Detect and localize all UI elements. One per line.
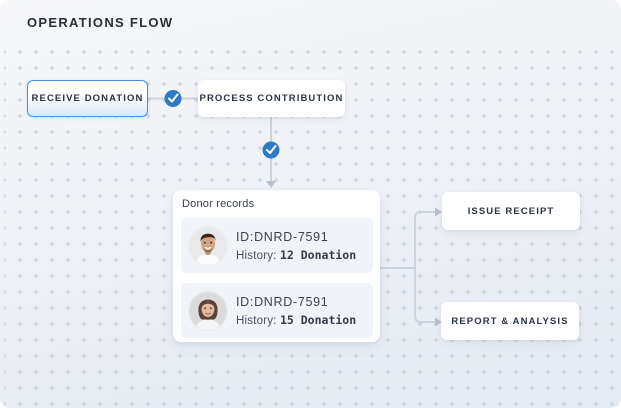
donor-texts: ID:DNRD-7591 History: 15 Donation [236,295,356,327]
check-icon [262,141,280,159]
history-value: 12 Donation [279,247,357,262]
node-receive-donation-label: RECEIVE DONATION [31,93,144,104]
donor-record-row[interactable]: ID:DNRD-7591 History: 12 Donation [181,218,373,273]
history-value: 15 Donation [279,312,357,327]
arrow-right-issue-icon [435,207,442,217]
connector-branch-bracket [380,211,435,323]
donor-texts: ID:DNRD-7591 History: 12 Donation [236,230,356,262]
check-icon [164,90,182,107]
node-issue-receipt[interactable]: ISSUE RECEIPT [442,192,580,230]
node-report-analysis[interactable]: REPORT & ANALYSIS [441,302,579,340]
donor-id: ID:DNRD-7591 [236,229,329,244]
node-issue-receipt-label: ISSUE RECEIPT [467,205,555,217]
male-donor-avatar [189,226,227,265]
donor-records-panel: Donor records ID:DNRD-7591 Hi [173,190,380,342]
donor-history: History: 12 Donation [236,248,356,262]
arrow-down-icon [266,181,276,188]
page-title: OPERATIONS FLOW [27,15,174,30]
donor-panel-title: Donor records [182,198,255,210]
history-label: History: [236,249,277,262]
donor-id: ID:DNRD-7591 [236,294,329,309]
node-report-analysis-label: REPORT & ANALYSIS [451,315,569,327]
node-process-contribution[interactable]: PROCESS CONTRIBUTION [198,80,345,117]
donor-history: History: 15 Donation [236,313,356,327]
node-process-contribution-label: PROCESS CONTRIBUTION [199,93,344,104]
history-label: History: [236,314,277,327]
node-receive-donation[interactable]: RECEIVE DONATION [27,80,148,117]
donor-record-row[interactable]: ID:DNRD-7591 History: 15 Donation [181,283,373,338]
female-donor-avatar [189,291,227,330]
